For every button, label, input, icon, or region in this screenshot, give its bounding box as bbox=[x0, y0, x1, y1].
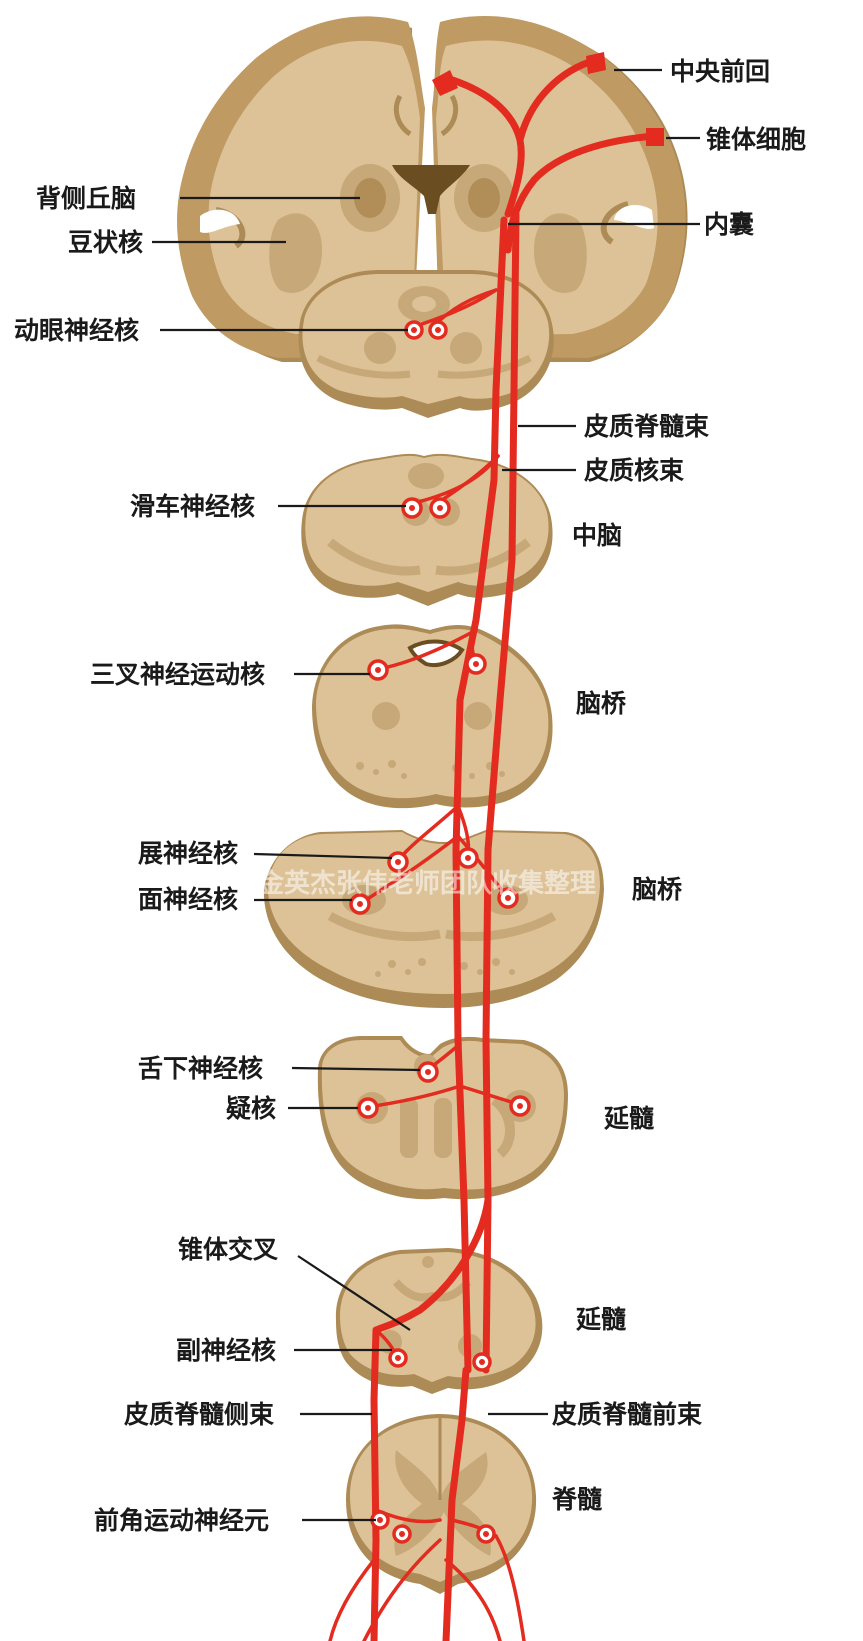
label-trochlear-nucleus: 滑车神经核 bbox=[130, 492, 255, 521]
label-accessory-nucleus: 副神经核 bbox=[176, 1336, 276, 1365]
cerebrum-coronal-section bbox=[177, 16, 688, 418]
label-pyramidal-cells: 锥体细胞 bbox=[706, 125, 806, 154]
label-abducens-nucleus: 展神经核 bbox=[138, 839, 238, 868]
label-midbrain: 中脑 bbox=[572, 521, 622, 550]
label-lateral-corticospinal-tract: 皮质脊髓侧束 bbox=[124, 1400, 275, 1429]
label-hypoglossal-nucleus: 舌下神经核 bbox=[138, 1054, 263, 1083]
label-anterior-corticospinal-tract: 皮质脊髓前束 bbox=[552, 1400, 703, 1429]
label-anterior-horn-motor-neuron: 前角运动神经元 bbox=[94, 1506, 269, 1535]
label-medulla-lower: 延髓 bbox=[575, 1305, 627, 1334]
label-corticonuclear-tract: 皮质核束 bbox=[584, 456, 685, 485]
label-dorsal-thalamus: 背侧丘脑 bbox=[36, 184, 136, 213]
watermark-text: 金英杰张伟老师团队收集整理 bbox=[257, 868, 596, 899]
label-medulla-upper: 延髓 bbox=[603, 1104, 655, 1133]
label-pons-upper: 脑桥 bbox=[576, 689, 626, 718]
label-internal-capsule: 内囊 bbox=[704, 210, 754, 239]
label-pyramidal-decussation: 锥体交叉 bbox=[178, 1235, 278, 1264]
label-oculomotor-nucleus: 动眼神经核 bbox=[14, 316, 139, 345]
upper-medulla-section bbox=[318, 1036, 568, 1199]
label-trigeminal-motor-nucleus: 三叉神经运动核 bbox=[90, 660, 265, 689]
label-nucleus-ambiguus: 疑核 bbox=[226, 1094, 276, 1123]
lower-medulla-section bbox=[336, 1248, 542, 1394]
label-lentiform-nucleus: 豆状核 bbox=[68, 228, 143, 257]
label-spinal-cord: 脊髓 bbox=[551, 1485, 603, 1514]
label-facial-nucleus: 面神经核 bbox=[138, 885, 238, 914]
label-pons-lower: 脑桥 bbox=[632, 875, 682, 904]
label-corticospinal-tract: 皮质脊髓束 bbox=[584, 412, 710, 441]
label-precentral-gyrus: 中央前回 bbox=[670, 57, 770, 86]
